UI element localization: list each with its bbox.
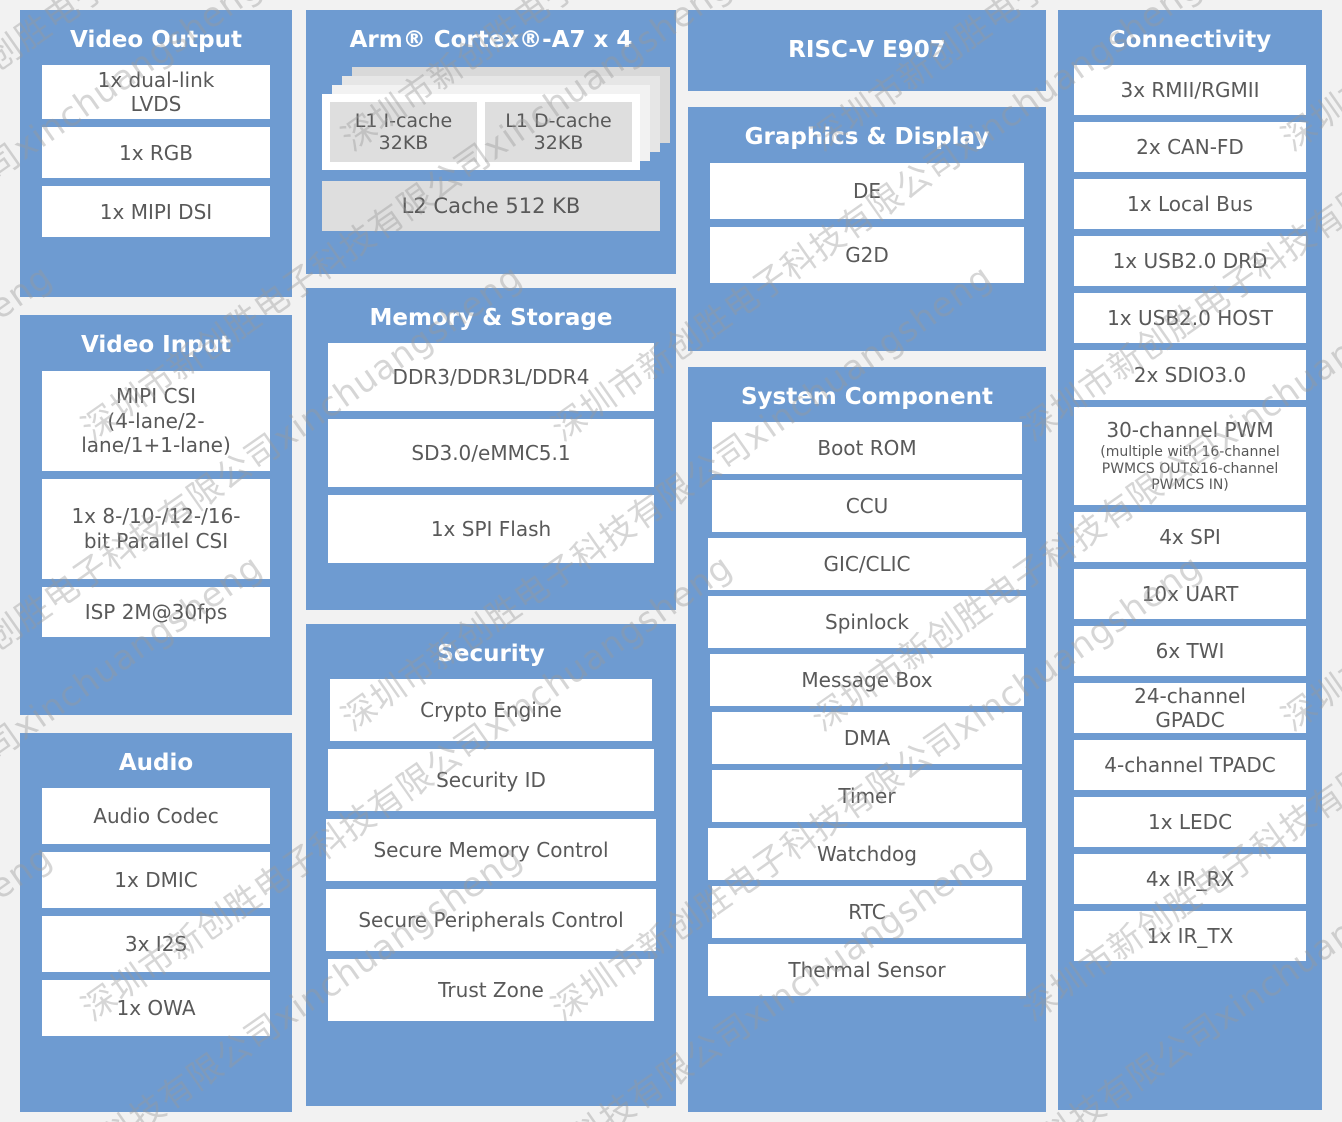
- block-ledc[interactable]: 1x LEDC: [1074, 797, 1306, 848]
- block-twi[interactable]: 6x TWI: [1074, 626, 1306, 677]
- block-local-bus[interactable]: 1x Local Bus: [1074, 179, 1306, 230]
- block-i2s[interactable]: 3x I2S: [42, 916, 270, 973]
- panel-audio[interactable]: Audio Audio Codec 1x DMIC 3x I2S 1x OWA: [20, 732, 292, 1112]
- block-ir-tx[interactable]: 1x IR_TX: [1074, 911, 1306, 962]
- column-system: RISC-V E907 Graphics & Display DE G2D Sy…: [688, 10, 1046, 1112]
- block-message-box[interactable]: Message Box: [710, 653, 1024, 706]
- panel-system-component[interactable]: System Component Boot ROM CCU GIC/CLIC S…: [688, 366, 1046, 1112]
- panel-title-audio: Audio: [118, 749, 194, 776]
- block-uart[interactable]: 10x UART: [1074, 569, 1306, 620]
- block-audio-codec[interactable]: Audio Codec: [42, 788, 270, 845]
- block-rtc[interactable]: RTC: [712, 885, 1022, 938]
- block-crypto-engine[interactable]: Crypto Engine: [330, 679, 652, 742]
- block-spi-flash[interactable]: 1x SPI Flash: [328, 495, 654, 564]
- block-ir-rx[interactable]: 4x IR_RX: [1074, 854, 1306, 905]
- block-pwm[interactable]: 30-channel PWM (multiple with 16-channel…: [1074, 407, 1306, 506]
- block-usb-host[interactable]: 1x USB2.0 HOST: [1074, 293, 1306, 344]
- block-dmic[interactable]: 1x DMIC: [42, 852, 270, 909]
- block-parallel-csi[interactable]: 1x 8-/10-/12-/16-bit Parallel CSI: [42, 478, 270, 579]
- block-usb-drd[interactable]: 1x USB2.0 DRD: [1074, 236, 1306, 287]
- block-tpadc[interactable]: 4-channel TPADC: [1074, 740, 1306, 791]
- panel-title-video-output: Video Output: [70, 27, 242, 53]
- panel-security[interactable]: Security Crypto Engine Security ID Secur…: [306, 624, 676, 1106]
- block-sd-emmc[interactable]: SD3.0/eMMC5.1: [328, 419, 654, 488]
- block-pwm-sublabel: (multiple with 16-channel PWMCS OUT&16-c…: [1100, 443, 1280, 494]
- block-can-fd[interactable]: 2x CAN-FD: [1074, 122, 1306, 173]
- block-secure-memory-control[interactable]: Secure Memory Control: [326, 819, 656, 882]
- block-security-id[interactable]: Security ID: [328, 749, 654, 812]
- column-connectivity: Connectivity 3x RMII/RGMII 2x CAN-FD 1x …: [1058, 10, 1322, 1112]
- block-mipi-dsi[interactable]: 1x MIPI DSI: [42, 186, 270, 238]
- panel-title-system-component: System Component: [740, 383, 994, 410]
- block-spi[interactable]: 4x SPI: [1074, 512, 1306, 563]
- block-gic-clic[interactable]: GIC/CLIC: [708, 537, 1026, 590]
- block-boot-rom[interactable]: Boot ROM: [712, 421, 1022, 474]
- panel-title-memory-storage: Memory & Storage: [369, 305, 613, 331]
- panel-title-graphics-display: Graphics & Display: [744, 124, 990, 151]
- panel-title-riscv: RISC-V E907: [788, 37, 946, 64]
- block-dma[interactable]: DMA: [712, 711, 1022, 764]
- block-spinlock[interactable]: Spinlock: [708, 595, 1026, 648]
- panel-graphics-display[interactable]: Graphics & Display DE G2D: [688, 107, 1046, 351]
- block-owa[interactable]: 1x OWA: [42, 980, 270, 1037]
- block-rgb[interactable]: 1x RGB: [42, 127, 270, 179]
- block-pwm-label: 30-channel PWM: [1106, 418, 1274, 443]
- panel-riscv[interactable]: RISC-V E907: [688, 10, 1046, 92]
- block-thermal-sensor[interactable]: Thermal Sensor: [708, 943, 1026, 996]
- block-trust-zone[interactable]: Trust Zone: [328, 959, 654, 1022]
- panel-title-cpu: Arm® Cortex®-A7 x 4: [349, 27, 633, 53]
- block-l2-cache[interactable]: L2 Cache 512 KB: [322, 181, 660, 232]
- block-secure-peripherals-control[interactable]: Secure Peripherals Control: [326, 889, 656, 952]
- panel-title-connectivity: Connectivity: [1108, 27, 1272, 53]
- panel-title-video-input: Video Input: [81, 332, 231, 359]
- panel-video-input[interactable]: Video Input MIPI CSI(4-lane/2-lane/1+1-l…: [20, 315, 292, 715]
- block-mipi-csi[interactable]: MIPI CSI(4-lane/2-lane/1+1-lane): [42, 370, 270, 471]
- panel-connectivity[interactable]: Connectivity 3x RMII/RGMII 2x CAN-FD 1x …: [1058, 10, 1322, 1110]
- block-ccu[interactable]: CCU: [712, 479, 1022, 532]
- block-timer[interactable]: Timer: [712, 769, 1022, 822]
- block-de[interactable]: DE: [710, 162, 1024, 219]
- block-rmii-rgmii[interactable]: 3x RMII/RGMII: [1074, 65, 1306, 116]
- panel-title-security: Security: [437, 641, 545, 667]
- block-watchdog[interactable]: Watchdog: [708, 827, 1026, 880]
- block-sdio[interactable]: 2x SDIO3.0: [1074, 350, 1306, 401]
- block-g2d[interactable]: G2D: [710, 226, 1024, 283]
- panel-memory-storage[interactable]: Memory & Storage DDR3/DDR3L/DDR4 SD3.0/e…: [306, 288, 676, 610]
- block-isp[interactable]: ISP 2M@30fps: [42, 586, 270, 637]
- block-ddr[interactable]: DDR3/DDR3L/DDR4: [328, 343, 654, 412]
